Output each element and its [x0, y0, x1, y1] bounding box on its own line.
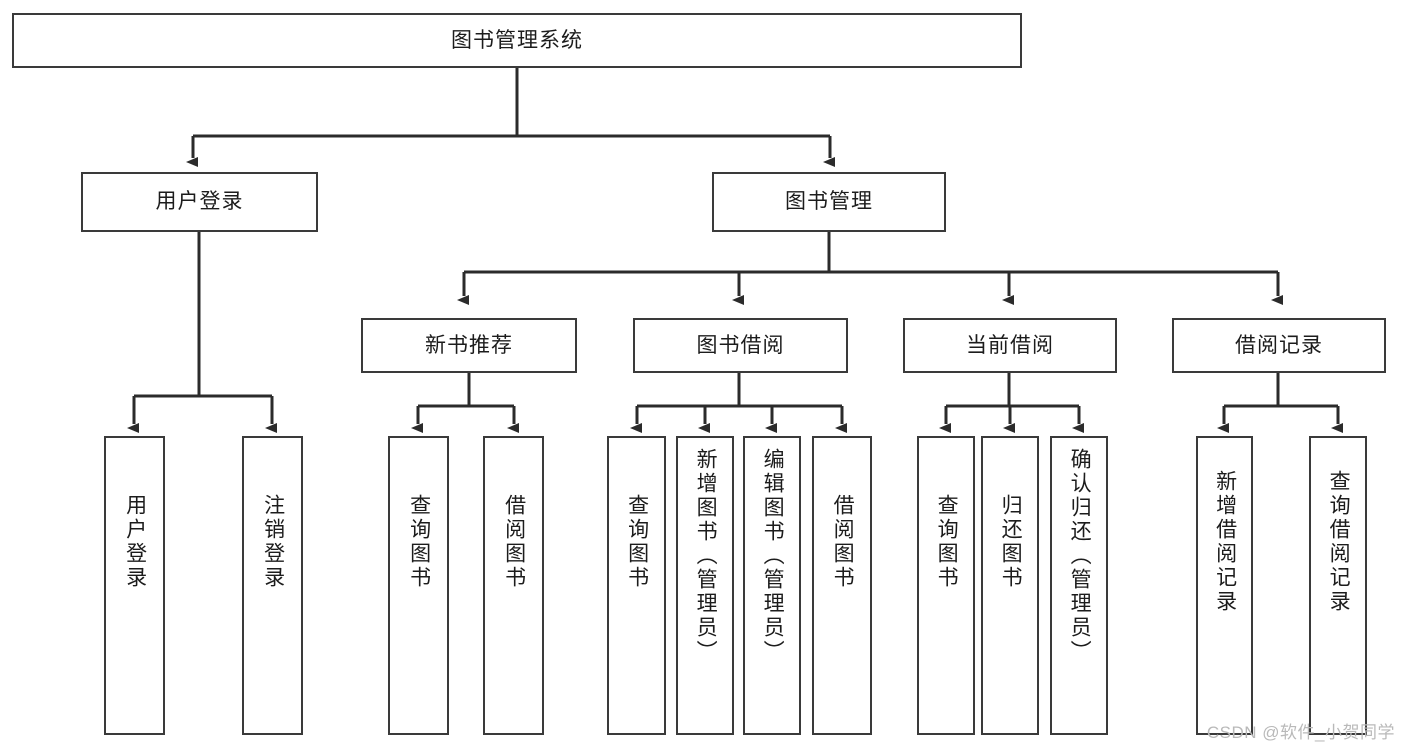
node-borrow-record[interactable]: 借阅记录 — [1172, 318, 1386, 373]
node-root-system[interactable]: 图书管理系统 — [12, 13, 1022, 68]
node-user-login[interactable]: 用户登录 — [81, 172, 318, 232]
node-label: 注销登录 — [261, 494, 285, 590]
node-book-borrow[interactable]: 图书借阅 — [633, 318, 848, 373]
node-label: 新增图书（管理员） — [694, 448, 718, 664]
leaf-borrow-book[interactable]: 借阅图书 — [812, 436, 872, 735]
node-label: 查询图书 — [935, 494, 959, 590]
leaf-edit-book-admin[interactable]: 编辑图书（管理员） — [743, 436, 801, 735]
node-label: 用户登录 — [155, 190, 244, 214]
node-label: 归还图书 — [999, 494, 1023, 590]
leaf-add-book-admin[interactable]: 新增图书（管理员） — [676, 436, 734, 735]
node-label: 当前借阅 — [966, 333, 1054, 357]
node-label: 确认归还（管理员） — [1068, 448, 1092, 664]
node-label: 新增借阅记录 — [1213, 470, 1237, 614]
leaf-query-borrow-record[interactable]: 查询借阅记录 — [1309, 436, 1367, 735]
leaf-confirm-return-admin[interactable]: 确认归还（管理员） — [1050, 436, 1108, 735]
node-label: 借阅图书 — [831, 494, 855, 590]
leaf-return-book[interactable]: 归还图书 — [981, 436, 1039, 735]
node-label: 查询图书 — [625, 494, 649, 590]
node-label: 借阅记录 — [1235, 333, 1323, 357]
node-label: 查询借阅记录 — [1327, 470, 1351, 614]
node-label: 图书管理 — [785, 190, 873, 214]
node-label: 编辑图书（管理员） — [761, 448, 785, 664]
node-label: 用户登录 — [123, 494, 147, 590]
node-label: 借阅图书 — [502, 494, 526, 590]
leaf-user-logout[interactable]: 注销登录 — [242, 436, 303, 735]
leaf-borrow-book-recommend[interactable]: 借阅图书 — [483, 436, 544, 735]
node-new-book-recommend[interactable]: 新书推荐 — [361, 318, 577, 373]
node-label: 新书推荐 — [425, 333, 513, 357]
node-label: 图书管理系统 — [451, 28, 583, 52]
node-label: 查询图书 — [407, 494, 431, 590]
leaf-query-book-borrow[interactable]: 查询图书 — [607, 436, 666, 735]
watermark: CSDN @软件_小贺同学 — [1206, 723, 1395, 742]
node-label: 图书借阅 — [696, 333, 785, 357]
leaf-query-book-recommend[interactable]: 查询图书 — [388, 436, 449, 735]
leaf-user-login[interactable]: 用户登录 — [104, 436, 165, 735]
leaf-add-borrow-record[interactable]: 新增借阅记录 — [1196, 436, 1253, 735]
node-current-borrow[interactable]: 当前借阅 — [903, 318, 1117, 373]
leaf-query-book-current[interactable]: 查询图书 — [917, 436, 975, 735]
node-book-management[interactable]: 图书管理 — [712, 172, 946, 232]
